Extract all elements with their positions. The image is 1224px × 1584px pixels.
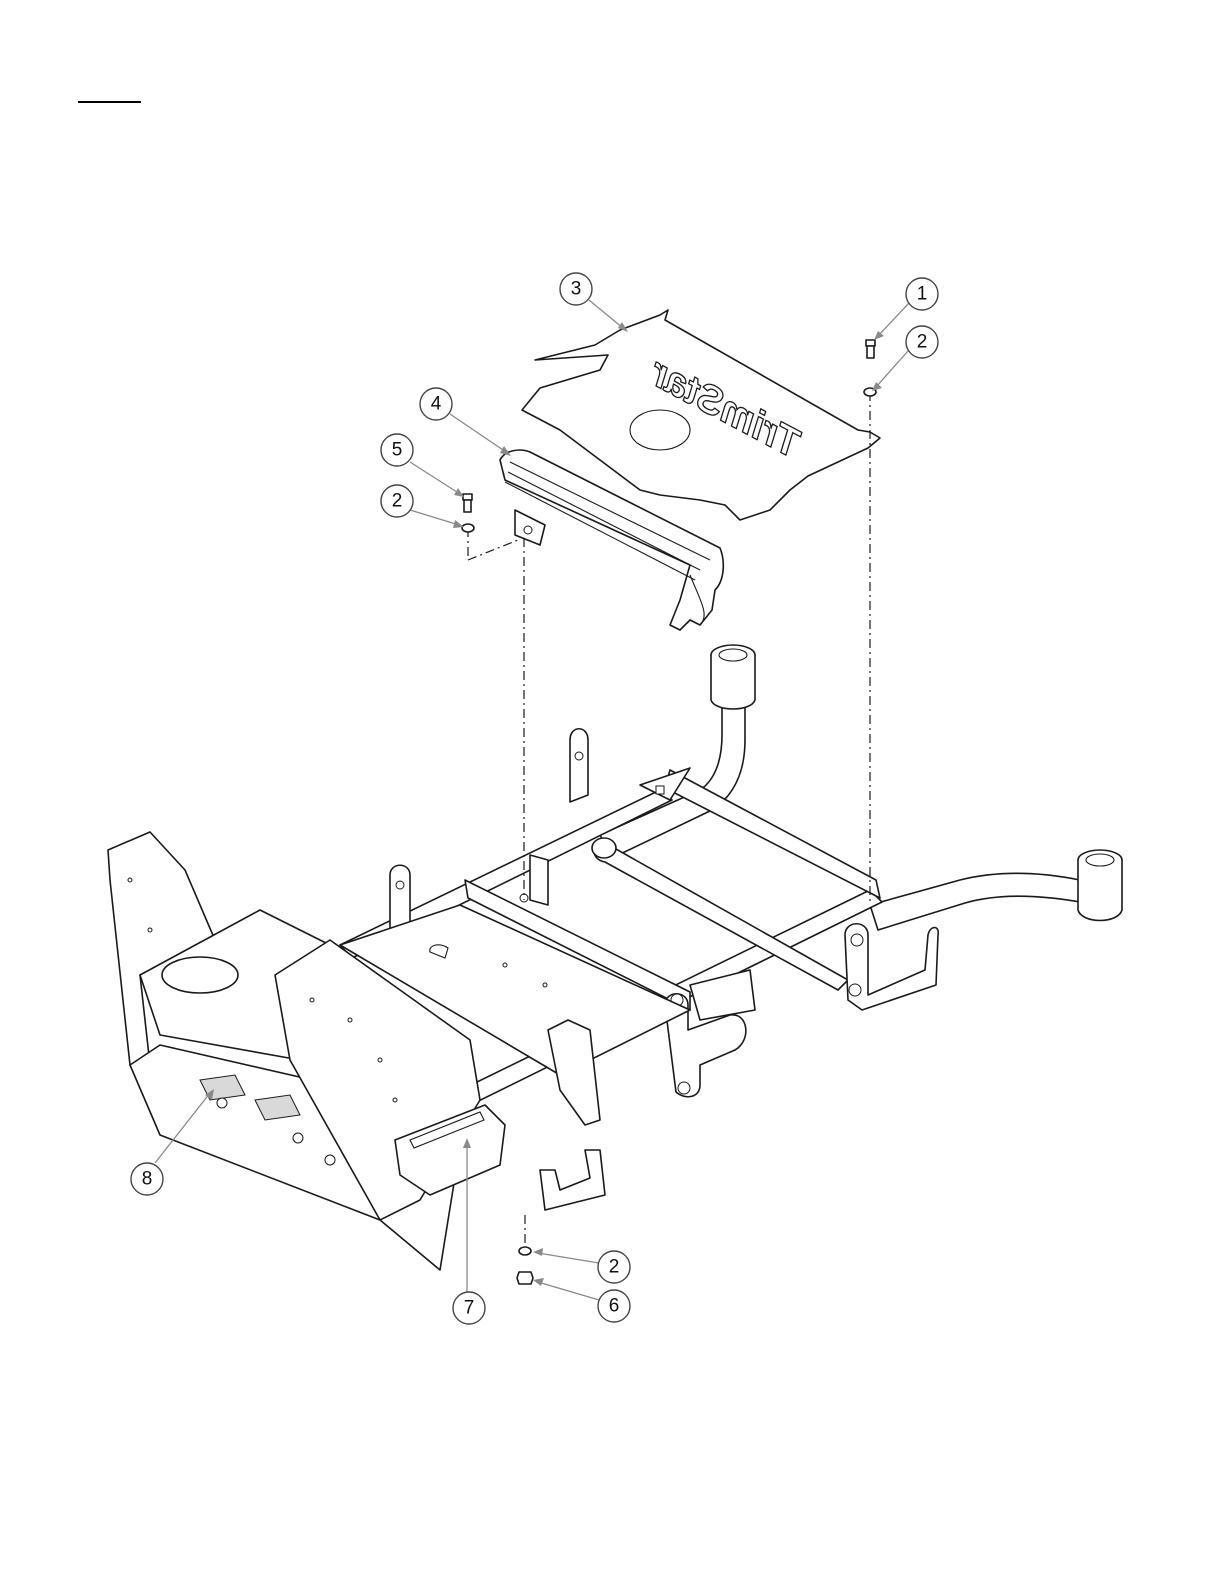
callout-2-label: 2: [609, 1257, 620, 1278]
callout-1: 1: [906, 278, 938, 310]
callout-5: 5: [381, 434, 413, 466]
callout-5-label: 5: [392, 440, 403, 461]
callout-2-label: 2: [917, 332, 928, 353]
bolt-5: [463, 494, 472, 512]
bolt-1: [866, 340, 875, 358]
mower-frame: [108, 645, 1122, 1270]
callout-6: 6: [598, 1290, 630, 1322]
callout-4: 4: [420, 388, 452, 420]
callout-1-label: 1: [917, 284, 928, 305]
callout-3: 3: [560, 273, 592, 305]
callout-4-label: 4: [431, 394, 442, 415]
washer-2-left: [462, 524, 474, 532]
callout-2-left: 2: [381, 485, 413, 517]
callout-7: 7: [453, 1292, 485, 1324]
nut-6: [517, 1272, 533, 1284]
washer-2-bottom: [519, 1247, 531, 1255]
callout-8: 8: [131, 1163, 163, 1195]
callout-6-label: 6: [609, 1296, 620, 1317]
callout-3-label: 3: [571, 279, 582, 300]
callout-2-bottom: 2: [598, 1251, 630, 1283]
callout-7-label: 7: [464, 1298, 475, 1319]
callout-2-top-right: 2: [906, 326, 938, 358]
callout-8-label: 8: [142, 1169, 153, 1190]
callout-2-label: 2: [392, 491, 403, 512]
